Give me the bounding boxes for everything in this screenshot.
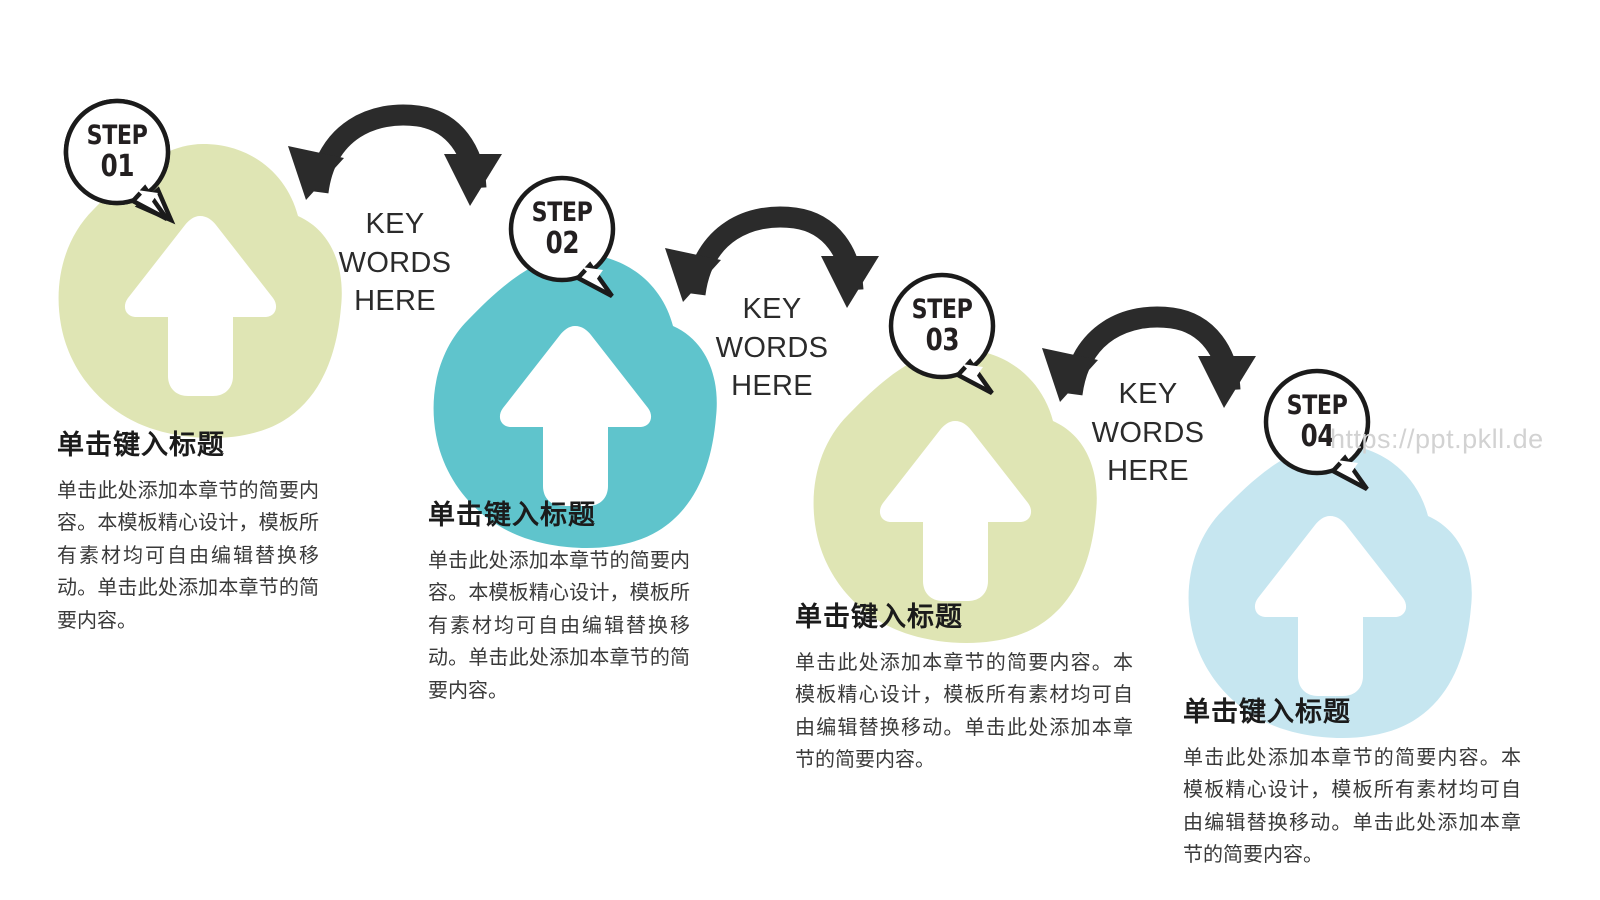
step-badge-2[interactable]: STEP 02 <box>508 175 616 298</box>
step-body-1: 单击此处添加本章节的简要内容。本模板精心设计，模板所有素材均可自由编辑替换移动。… <box>57 478 319 632</box>
arrowhead-left-3 <box>1042 348 1098 402</box>
step-text-block-4: 单击键入标题 单击此处添加本章节的简要内容。本模板精心设计，模板所有素材均可自由… <box>1183 690 1521 871</box>
bubble-circle-4 <box>1263 368 1371 476</box>
keywords-label-3: KEY WORDS HERE <box>1058 375 1238 491</box>
up-arrow-icon-2 <box>499 326 652 506</box>
bubble-tail-mask-1 <box>137 190 158 203</box>
step-title-4: 单击键入标题 <box>1183 697 1351 728</box>
keywords-line-3: HERE <box>354 285 436 318</box>
keywords-line-2: WORDS <box>715 331 829 364</box>
step-badge-1[interactable]: STEP 01 <box>63 98 176 225</box>
watermark-url: https://ppt.pkll.de <box>1330 424 1544 454</box>
step-text-block-1: 单击键入标题 单击此处添加本章节的简要内容。本模板精心设计，模板所有素材均可自由… <box>57 423 319 636</box>
bubble-tail-mask-4 <box>1337 460 1358 473</box>
keywords-line-2: WORDS <box>338 246 452 279</box>
connector-arrow-2 <box>655 198 885 328</box>
step-body-2: 单击此处添加本章节的简要内容。本模板精心设计，模板所有素材均可自由编辑替换移动。… <box>428 548 690 702</box>
up-arrow-icon-3 <box>879 421 1032 601</box>
step-blob-2[interactable] <box>430 250 720 550</box>
keywords-label-1: KEY WORDS HERE <box>305 205 485 321</box>
bubble-tail-mask-3 <box>962 364 983 377</box>
keywords-line-1: KEY <box>365 208 425 240</box>
keywords-line-3: HERE <box>1107 455 1189 488</box>
bubble-tail-4 <box>1329 454 1369 491</box>
up-arrow-icon-4 <box>1254 516 1407 696</box>
step-text-block-3: 单击键入标题 单击此处添加本章节的简要内容。本模板精心设计，模板所有素材均可自由… <box>795 595 1133 776</box>
arrowhead-left-1 <box>288 146 344 200</box>
arrowhead-right-1 <box>444 154 502 206</box>
step-text-block-2: 单击键入标题 单击此处添加本章节的简要内容。本模板精心设计，模板所有素材均可自由… <box>428 493 690 706</box>
step-title-2: 单击键入标题 <box>428 500 596 531</box>
bubble-tail-1 <box>129 184 169 221</box>
step-title-1: 单击键入标题 <box>57 430 225 461</box>
keywords-line-3: HERE <box>731 370 813 403</box>
step-blob-4[interactable] <box>1185 440 1475 740</box>
step-title-3: 单击键入标题 <box>795 602 963 633</box>
keywords-line-1: KEY <box>742 293 802 325</box>
keywords-line-1: KEY <box>1118 378 1178 410</box>
arc-arrow-path-2 <box>684 206 864 296</box>
step-blob-3[interactable] <box>810 345 1100 645</box>
arrowhead-right-3 <box>1198 356 1256 408</box>
bubble-circle-3 <box>888 272 996 380</box>
step-blob-1[interactable] <box>55 140 345 440</box>
bubble-tail-3 <box>954 358 994 395</box>
keywords-line-2: WORDS <box>1091 416 1205 449</box>
bubble-circle-2 <box>508 175 616 283</box>
arrowhead-left-2 <box>665 248 721 302</box>
step-badge-3[interactable]: STEP 03 <box>888 272 996 395</box>
bubble-circle-1 <box>63 98 171 206</box>
bubble-tail-mask-2 <box>582 267 603 280</box>
connector-arrow-3 <box>1032 298 1262 428</box>
up-arrow-icon-1 <box>124 216 277 396</box>
keywords-label-2: KEY WORDS HERE <box>682 290 862 406</box>
step-body-3: 单击此处添加本章节的简要内容。本模板精心设计，模板所有素材均可自由编辑替换移动。… <box>795 650 1133 772</box>
step-body-4: 单击此处添加本章节的简要内容。本模板精心设计，模板所有素材均可自由编辑替换移动。… <box>1183 745 1521 867</box>
arc-arrow-path-1 <box>307 104 487 194</box>
step-badge-4[interactable]: STEP 04 <box>1263 368 1371 491</box>
connector-arrow-1 <box>278 96 508 226</box>
arrowhead-right-2 <box>821 256 879 308</box>
bubble-tail-2 <box>574 261 614 298</box>
